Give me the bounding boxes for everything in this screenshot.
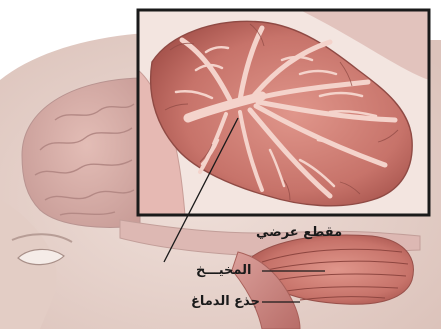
cross-section-label: مقطع عرضي — [256, 226, 342, 239]
cross-section-inset — [138, 10, 429, 215]
brainstem-label: جذع الدماغ — [191, 295, 260, 308]
cerebellum-label: المخيـــخ — [196, 264, 251, 277]
